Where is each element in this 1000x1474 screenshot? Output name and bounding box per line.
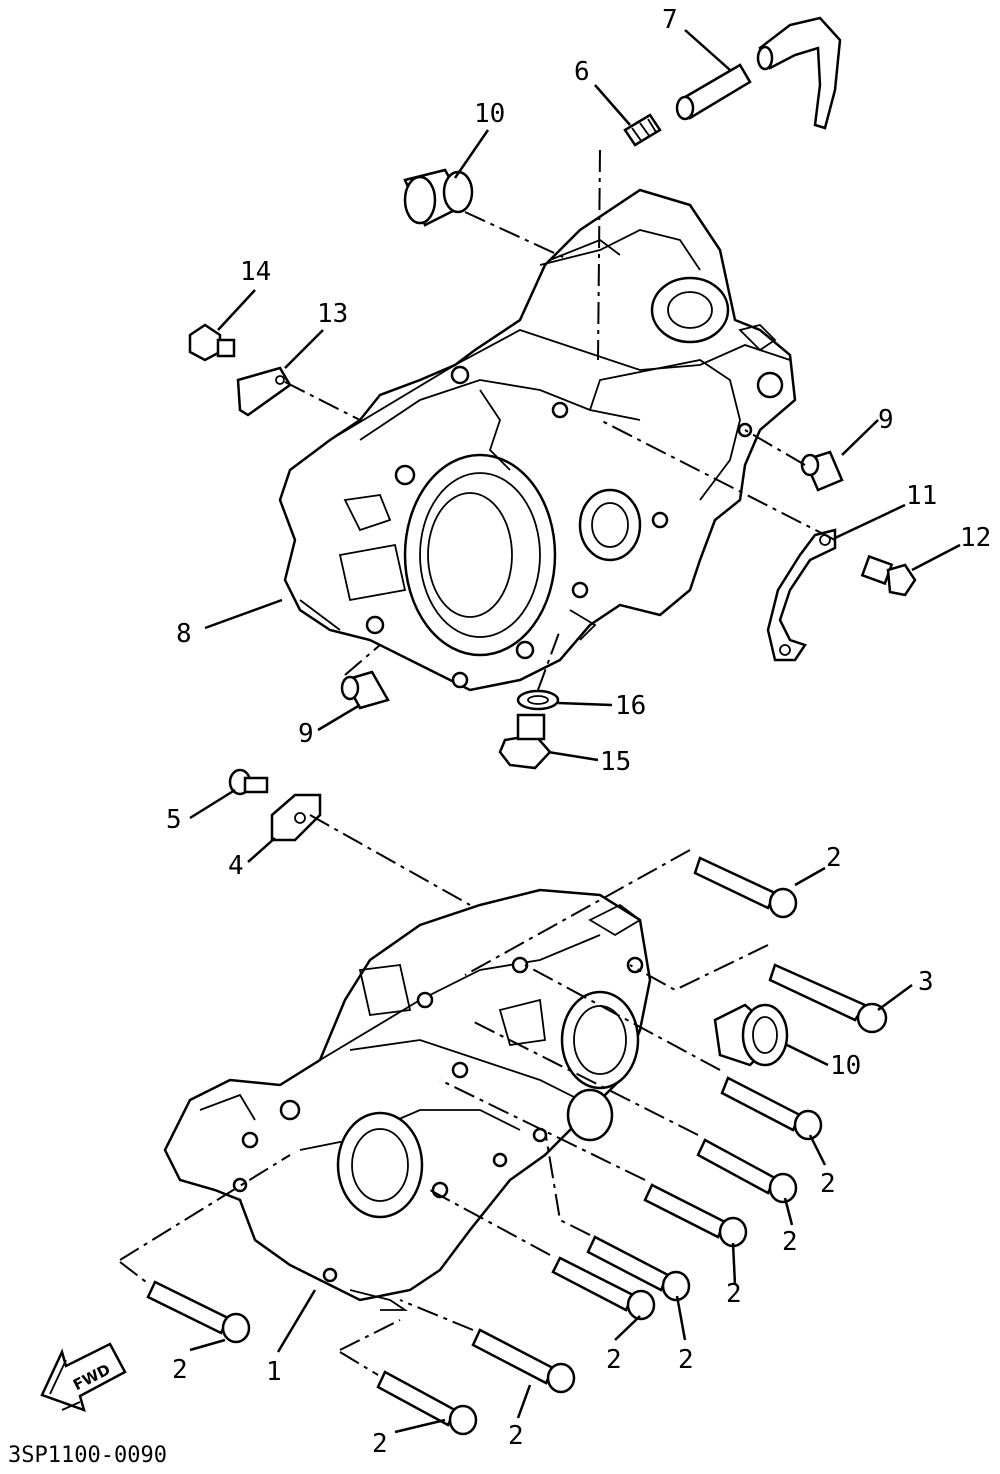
bolt-2-b xyxy=(720,1076,823,1141)
callout-2-b: 2 xyxy=(820,1169,836,1199)
callout-2-f: 2 xyxy=(606,1345,622,1375)
bolt-2-g xyxy=(471,1328,576,1394)
callout-2-c: 2 xyxy=(782,1227,798,1257)
callout-4: 4 xyxy=(228,851,244,881)
collar-upper xyxy=(403,168,474,227)
bolt-14 xyxy=(188,323,236,362)
callout-2-i: 2 xyxy=(372,1429,388,1459)
callout-13: 13 xyxy=(317,299,348,329)
bolt-2-e xyxy=(586,1235,691,1302)
dowel-pin-upper xyxy=(800,450,844,492)
callout-labels: 7 6 10 14 13 9 11 12 8 9 16 15 5 4 2 3 1… xyxy=(166,5,991,1459)
collar-lower xyxy=(713,1003,789,1067)
callout-3: 3 xyxy=(918,967,934,997)
fwd-arrow-icon: FWD xyxy=(40,1342,127,1412)
bolt-2-i xyxy=(376,1370,478,1436)
callout-7: 7 xyxy=(662,5,678,35)
bolt-2-d xyxy=(643,1183,748,1248)
hose-nipple xyxy=(623,113,662,147)
callout-2-d: 2 xyxy=(726,1279,742,1309)
callout-2-h: 2 xyxy=(172,1355,188,1385)
bolt-2-c xyxy=(696,1138,798,1204)
callout-15: 15 xyxy=(600,747,631,777)
bolt-2-h xyxy=(146,1280,251,1344)
diagram-code: 3SP1100-0090 xyxy=(8,1443,167,1468)
reference-lines xyxy=(119,149,836,1376)
callout-2-g: 2 xyxy=(508,1421,524,1451)
callout-5: 5 xyxy=(166,805,182,835)
bolt-12 xyxy=(860,554,917,597)
screw-5 xyxy=(228,768,269,796)
callout-9-upper: 9 xyxy=(878,405,894,435)
dowel-pin-lower xyxy=(340,670,390,710)
callout-10-upper: 10 xyxy=(474,99,505,129)
callout-12: 12 xyxy=(960,523,991,553)
callout-8: 8 xyxy=(176,619,192,649)
bolt-3 xyxy=(768,963,888,1034)
callout-9-lower: 9 xyxy=(298,719,314,749)
leader-lines xyxy=(189,29,961,1434)
callout-10-lower: 10 xyxy=(830,1051,861,1081)
callout-16: 16 xyxy=(615,691,646,721)
crankcase-left-half xyxy=(163,888,652,1311)
callout-2-e: 2 xyxy=(678,1345,694,1375)
crankcase-right-half xyxy=(278,188,797,692)
callout-1: 1 xyxy=(266,1357,282,1387)
callout-14: 14 xyxy=(240,257,271,287)
callout-11: 11 xyxy=(906,481,937,511)
breather-hose xyxy=(675,16,842,130)
bolt-2-a xyxy=(693,856,798,919)
plate-13 xyxy=(236,366,292,417)
drain-bolt-15 xyxy=(498,713,552,770)
bracket-11 xyxy=(766,528,837,662)
washer-16 xyxy=(516,689,560,711)
callout-6: 6 xyxy=(574,57,590,87)
callout-2-a: 2 xyxy=(826,843,842,873)
bolt-2-f xyxy=(551,1256,656,1321)
